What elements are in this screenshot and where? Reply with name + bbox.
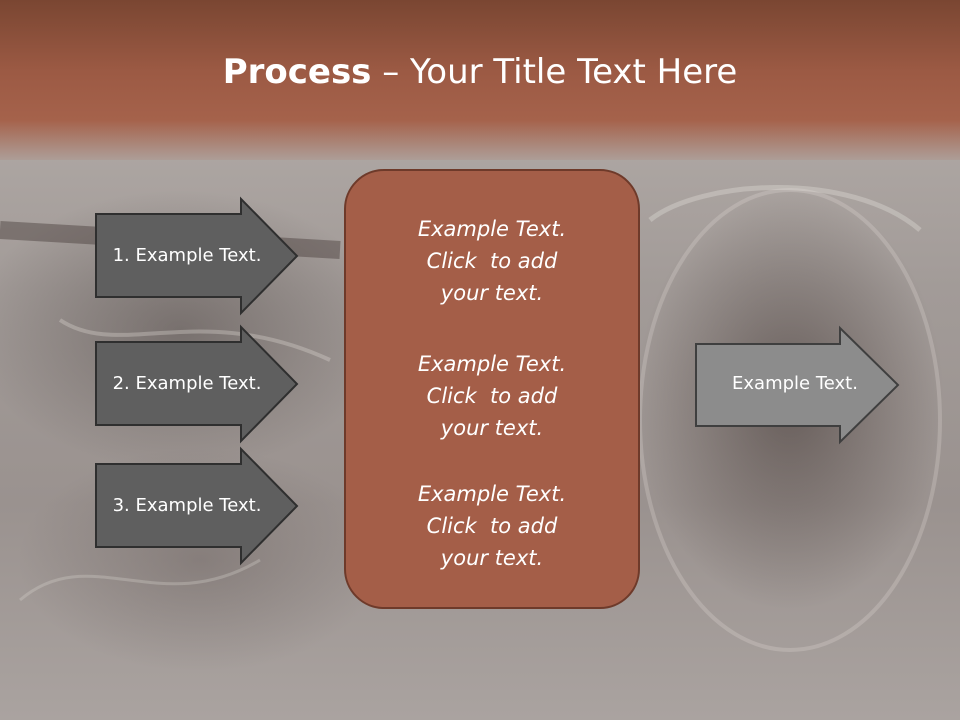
left-arrow-1-label: 1. Example Text. xyxy=(112,245,262,266)
center-block-1-line2: Click to add xyxy=(426,249,558,273)
center-text-box[interactable]: Example Text. Click to add your text. Ex… xyxy=(344,169,640,609)
center-block-1-line1: Example Text. xyxy=(417,217,567,241)
right-arrow-label: Example Text. xyxy=(732,373,858,394)
title-bar xyxy=(0,0,960,160)
left-arrow-1[interactable] xyxy=(95,196,299,316)
center-block-1-line3: your text. xyxy=(440,281,544,305)
center-block-3-line2: Click to add xyxy=(426,514,558,538)
center-block-2-line2: Click to add xyxy=(426,384,558,408)
left-arrow-3-label: 3. Example Text. xyxy=(112,495,262,516)
title-bold: Process xyxy=(222,52,372,92)
left-arrow-2[interactable] xyxy=(95,324,299,444)
slide-title[interactable]: Process – Your Title Text Here xyxy=(0,52,960,92)
right-arrow[interactable] xyxy=(695,325,900,445)
center-block-3: Example Text. Click to add your text. xyxy=(346,478,638,574)
left-arrow-2-label: 2. Example Text. xyxy=(112,373,262,394)
center-block-3-line1: Example Text. xyxy=(417,482,567,506)
title-rest: – Your Title Text Here xyxy=(371,52,738,92)
center-block-1: Example Text. Click to add your text. xyxy=(346,213,638,309)
center-block-2-line1: Example Text. xyxy=(417,352,567,376)
left-arrow-3[interactable] xyxy=(95,446,299,566)
center-block-2-line3: your text. xyxy=(440,416,544,440)
center-block-2: Example Text. Click to add your text. xyxy=(346,348,638,444)
center-block-3-line3: your text. xyxy=(440,546,544,570)
